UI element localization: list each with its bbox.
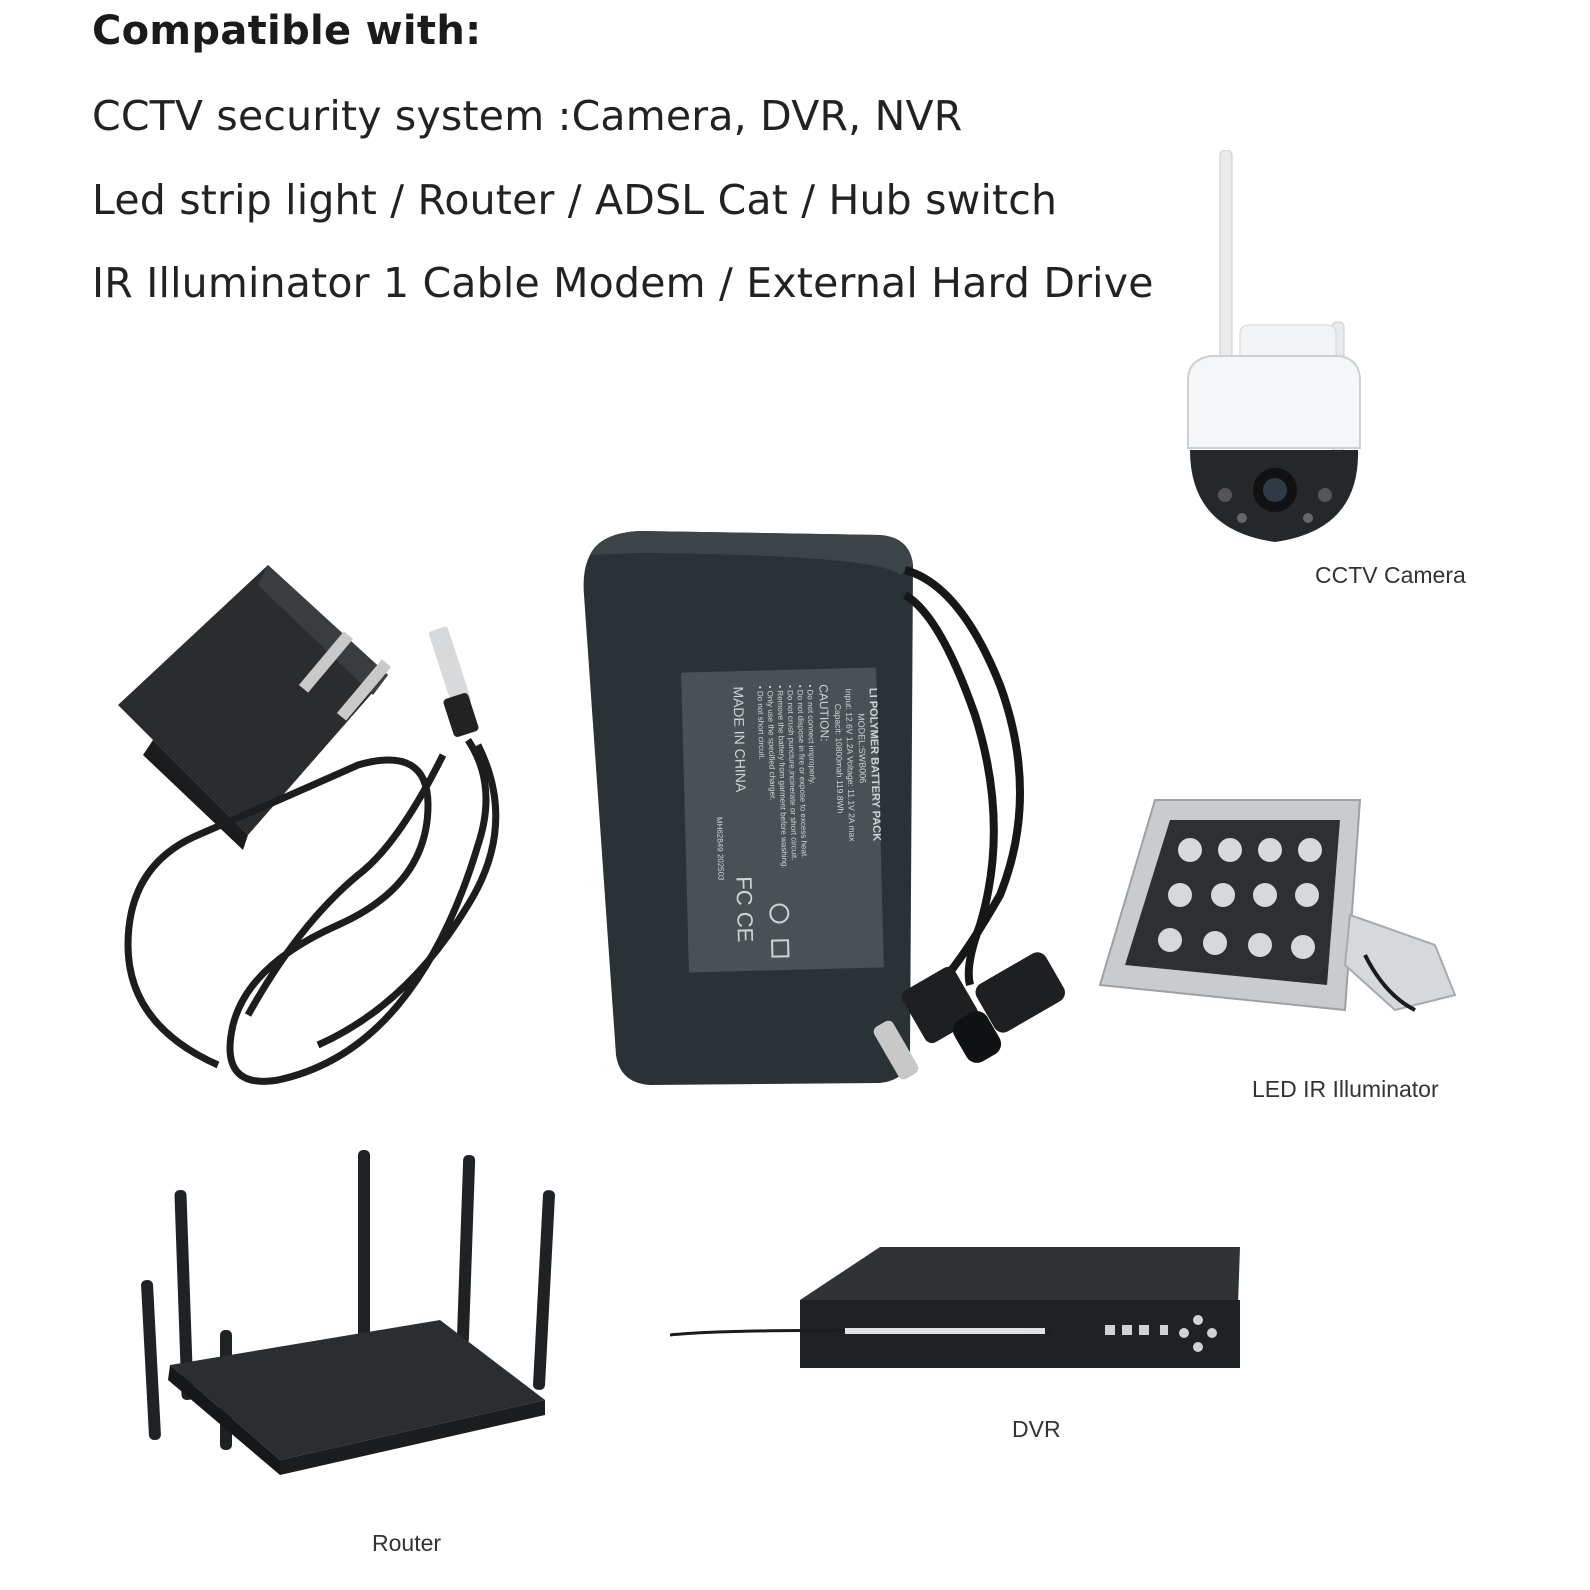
- label-capacity: Capacit: 10800mah 119.8Wh: [833, 704, 846, 814]
- battery-pack-image: LI POLYMER BATTERY PACK MODEL:SWB006 Inp…: [580, 525, 1100, 1095]
- recycle-icon: [769, 903, 790, 924]
- dvr-image: [670, 1245, 1250, 1375]
- certification-marks-icon: FC CE: [731, 876, 758, 943]
- caption-router: Router: [372, 1530, 442, 1556]
- label-code: MH62849 202503: [715, 817, 726, 881]
- caption-led-ir-illuminator: LED IR Illuminator: [1252, 1076, 1439, 1102]
- led-ir-illuminator-image: [1095, 795, 1470, 1050]
- label-caution: CAUTION:: [816, 684, 831, 742]
- label-warning-5: • Only use the specified charger.: [765, 685, 777, 800]
- compat-line-led-router: Led strip light / Router / ADSL Cat / Hu…: [92, 176, 1058, 224]
- cctv-camera-image: [1180, 150, 1380, 550]
- compat-line-cctv: CCTV security system :Camera, DVR, NVR: [92, 92, 963, 140]
- label-warning-1: • Do not connect improperly.: [805, 684, 817, 784]
- label-warning-6: • Do not short circuit.: [755, 686, 766, 760]
- caption-cctv-camera: CCTV Camera: [1315, 562, 1466, 588]
- label-origin: MADE IN CHINA: [730, 686, 749, 793]
- caption-dvr: DVR: [1012, 1416, 1061, 1442]
- label-model: MODEL:SWB006: [856, 713, 868, 783]
- label-title: LI POLYMER BATTERY PACK: [866, 688, 882, 842]
- compat-line-ir-modem: IR Illuminator 1 Cable Modem / External …: [92, 259, 1154, 307]
- router-image: [140, 1150, 560, 1480]
- compatible-heading: Compatible with:: [92, 8, 482, 54]
- double-insulation-icon: [770, 939, 790, 958]
- power-adapter-image: [98, 545, 548, 1100]
- label-input: Input: 12.6V 1.2A Voltage: 11.1V 2A max: [843, 688, 857, 842]
